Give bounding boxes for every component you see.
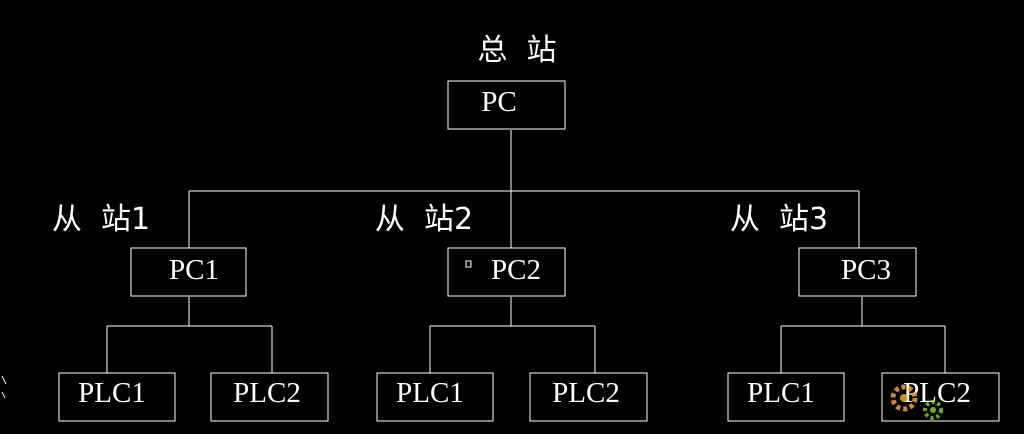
slave3-pc-label: PC3 (841, 254, 891, 286)
master-caption: 总 站 (477, 33, 556, 68)
slave2-plc1-box (376, 372, 494, 422)
slave-station-1: 从 站1 PC1 PLC1 PLC2 (52, 202, 329, 422)
edge-mark-icon (1, 375, 7, 399)
gear-watermark-icon (890, 384, 943, 420)
slave2-caption: 从 站2 (375, 202, 473, 237)
slave2-plc1-label: PLC1 (396, 377, 464, 409)
master-pc-box (447, 80, 566, 130)
slave1-plc2-label: PLC2 (233, 377, 301, 409)
slave2-plc2-label: PLC2 (552, 377, 620, 409)
slave-station-2: 从 站2 PC2 PLC1 PLC2 (375, 202, 648, 422)
slave2-pc-box (447, 247, 566, 297)
slave2-plc2-box (529, 372, 648, 422)
slave3-plc2-box (881, 372, 1000, 422)
connector-lines (106, 130, 946, 373)
slave1-pc-box (130, 247, 247, 297)
slave1-plc1-label: PLC1 (78, 377, 146, 409)
slave1-plc2-box (210, 372, 329, 422)
slave2-pc-label: PC2 (491, 254, 541, 286)
slave3-plc1-box (727, 372, 845, 422)
slave1-caption: 从 站1 (52, 202, 150, 237)
slave-station-3: 从 站3 PC3 PLC1 PLC2 (727, 202, 1000, 422)
master-pc-label: PC (481, 86, 516, 118)
slave1-plc1-box (58, 372, 176, 422)
slave1-pc-label: PC1 (169, 254, 219, 286)
slave3-plc1-label: PLC1 (747, 377, 815, 409)
master-station: 总 站 PC (447, 33, 566, 130)
slave3-pc-box (798, 247, 917, 297)
small-square-icon (465, 260, 472, 268)
slave3-caption: 从 站3 (730, 202, 828, 237)
